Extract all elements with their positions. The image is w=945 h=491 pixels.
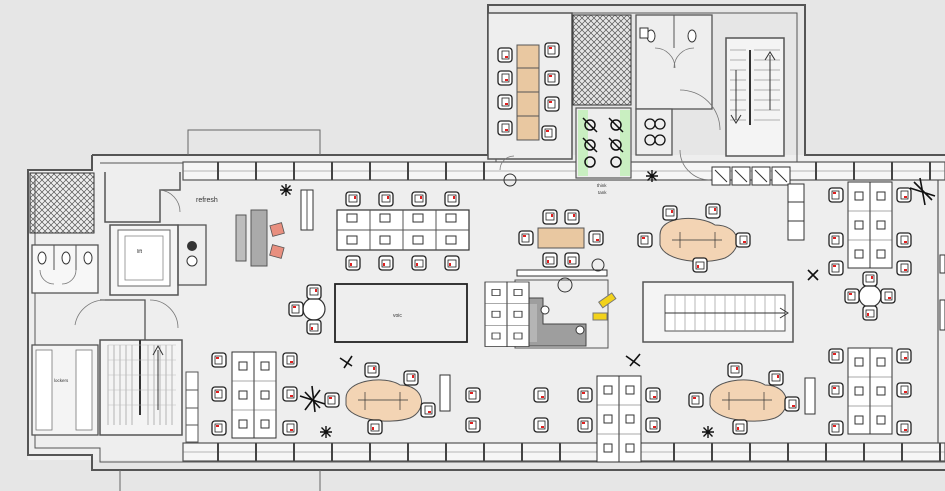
left-core: lift lockers [29,172,207,443]
stair-top-right [725,37,785,157]
plant-star-bottom-left [319,425,333,439]
voic-label: voic [393,313,402,319]
right-edge-cabinet-2 [939,299,945,331]
service-core-top [635,14,721,183]
think-tank-label-line1: think [597,183,607,188]
desk-cluster-right-bottom [804,347,912,436]
think-tank: think tank [575,107,632,195]
oval-table-top [637,203,751,273]
plant-star-bottom-right [701,425,715,439]
desk-cluster-bottom-center-left [439,281,549,433]
window-mullions-top [217,162,931,180]
right-edge-cabinet [939,254,945,274]
refresh-label: refresh [196,197,218,204]
top-meeting-room [487,12,573,187]
shaft-top [572,14,632,106]
lockers-label: lockers [54,378,69,383]
bike-racks [711,166,791,186]
refresh-area: refresh [196,183,293,267]
round-table-right [844,271,896,321]
desk-cluster-top [300,189,470,271]
plants [299,177,936,413]
desk-cluster-right-top [787,181,912,276]
round-table-left [288,284,326,335]
center-lounge [516,258,617,347]
voic-booth: voic [334,283,468,343]
oval-table-bottom-right [688,362,800,435]
oval-table-bottom-left [324,362,436,435]
desk-cluster-bottom-left [211,351,298,439]
lift-label: lift [137,249,143,255]
central-stair [642,281,794,343]
think-tank-label-line2: tank [598,190,607,195]
